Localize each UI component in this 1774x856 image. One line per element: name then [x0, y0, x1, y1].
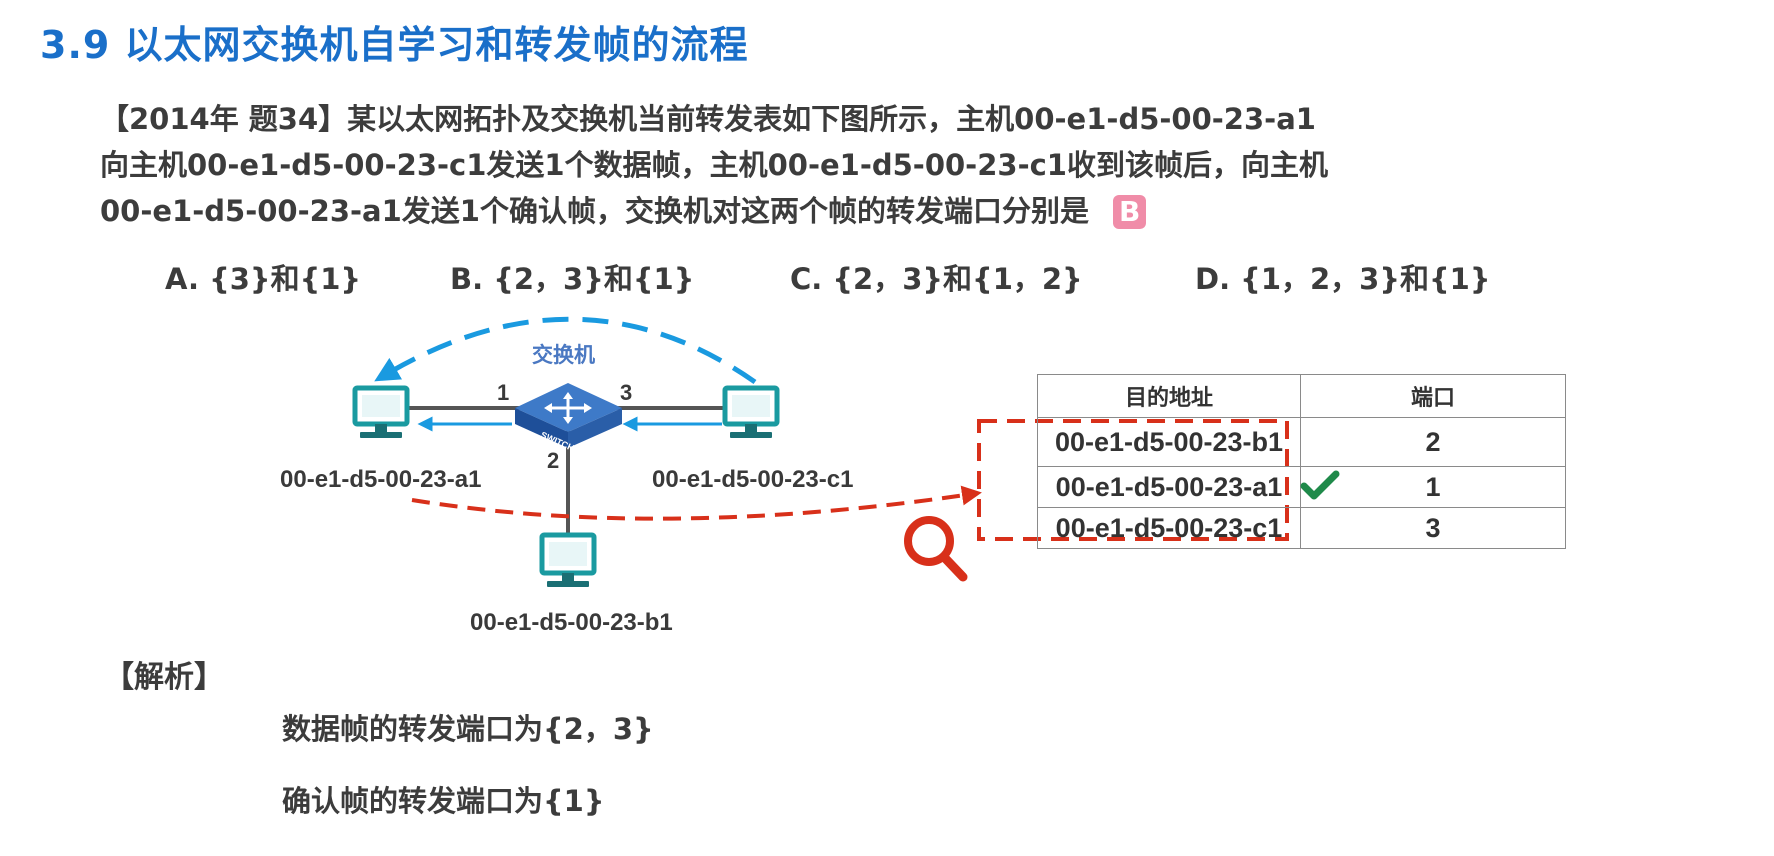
column-header-port: 端口 — [1300, 374, 1566, 418]
table-row: 00-e1-d5-00-23-a1 1 — [1037, 466, 1566, 508]
question-line-text: 00-e1-d5-00-23-a1发送1个确认帧，交换机对这两个帧的转发端口分别… — [100, 194, 1089, 228]
port-label-3: 3 — [620, 380, 632, 405]
option-b: B. {2，3}和{1} — [450, 262, 695, 296]
option-a: A. {3}和{1} — [165, 262, 362, 296]
option-d: D. {1，2，3}和{1} — [1195, 262, 1491, 296]
analysis-line: 数据帧的转发端口为{2，3} — [282, 712, 654, 746]
host-mac-a1: 00-e1-d5-00-23-a1 — [280, 466, 481, 493]
lookup-curve — [411, 485, 982, 521]
table-cell-address: 00-e1-d5-00-23-a1 — [1037, 466, 1301, 508]
table-row: 00-e1-d5-00-23-c1 3 — [1037, 507, 1566, 549]
host-mac-c1: 00-e1-d5-00-23-c1 — [652, 466, 853, 493]
host-mac-b1: 00-e1-d5-00-23-b1 — [470, 609, 673, 636]
computer-icon — [539, 532, 597, 587]
table-cell-address: 00-e1-d5-00-23-c1 — [1037, 507, 1301, 549]
ack-frame-arc — [374, 316, 757, 385]
forwarding-table: 目的地址 端口 00-e1-d5-00-23-b1 2 00-e1-d5-00-… — [1037, 374, 1566, 549]
table-header-row: 目的地址 端口 — [1037, 374, 1566, 418]
table-cell-port: 3 — [1300, 507, 1566, 549]
table-cell-port: 2 — [1300, 417, 1566, 467]
column-header-address: 目的地址 — [1037, 374, 1301, 418]
analysis-line: 确认帧的转发端口为{1} — [282, 784, 605, 818]
switch-label: 交换机 — [532, 343, 595, 367]
port-label-2: 2 — [547, 448, 559, 473]
question-line: 00-e1-d5-00-23-a1发送1个确认帧，交换机对这两个帧的转发端口分别… — [100, 188, 1560, 234]
switch-icon: SWITCH — [515, 383, 622, 453]
question-text: 【2014年 题34】某以太网拓扑及交换机当前转发表如下图所示，主机00-e1-… — [100, 96, 1560, 234]
question-line: 【2014年 题34】某以太网拓扑及交换机当前转发表如下图所示，主机00-e1-… — [100, 102, 1316, 136]
check-icon — [1300, 470, 1340, 500]
question-line: 向主机00-e1-d5-00-23-c1发送1个数据帧，主机00-e1-d5-0… — [100, 148, 1328, 182]
computer-icon — [722, 385, 780, 438]
search-icon — [904, 516, 968, 582]
table-row: 00-e1-d5-00-23-b1 2 — [1037, 417, 1566, 467]
computer-icon — [352, 385, 410, 438]
table-cell-address: 00-e1-d5-00-23-b1 — [1037, 417, 1301, 467]
page-title: 3.9 以太网交换机自学习和转发帧的流程 — [40, 23, 749, 67]
option-c: C. {2，3}和{1，2} — [790, 262, 1083, 296]
analysis-heading: 【解析】 — [104, 660, 224, 695]
table-cell-port: 1 — [1300, 466, 1566, 508]
port-label-1: 1 — [497, 380, 509, 405]
answer-badge: B — [1112, 195, 1147, 229]
